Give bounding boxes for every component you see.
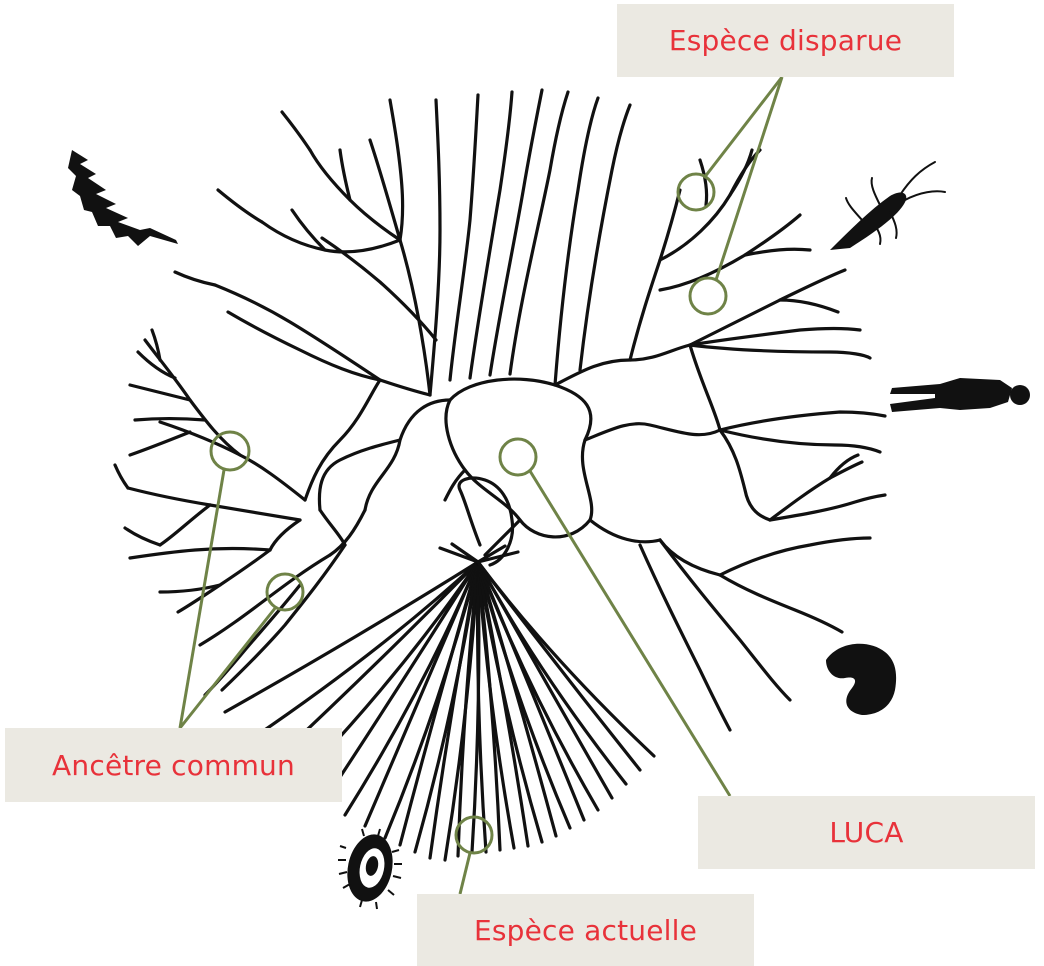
label-current-species: Espèce actuelle [417,894,754,966]
label-common-ancestor-text: Ancêtre commun [52,749,295,782]
bottom-branch-fan [225,544,654,860]
callout-common-ancestor [180,432,303,728]
fan-branch [478,562,654,756]
microorganism-silhouette-icon [338,829,402,909]
label-extinct-species: Espèce disparue [617,4,954,77]
label-luca-text: LUCA [829,816,903,849]
top-branches [215,90,630,395]
tree-branches [270,345,770,575]
insect-silhouette-icon [830,162,945,250]
tree-silhouette-icon [68,150,178,246]
label-common-ancestor: Ancêtre commun [5,728,342,802]
label-extinct-species-text: Espèce disparue [669,24,902,57]
fan-branch [250,562,478,740]
label-luca: LUCA [698,796,1035,869]
label-current-species-text: Espèce actuelle [474,914,697,947]
human-silhouette-icon [890,378,1030,412]
mushroom-silhouette-icon [826,644,896,715]
left-branches [115,112,345,695]
